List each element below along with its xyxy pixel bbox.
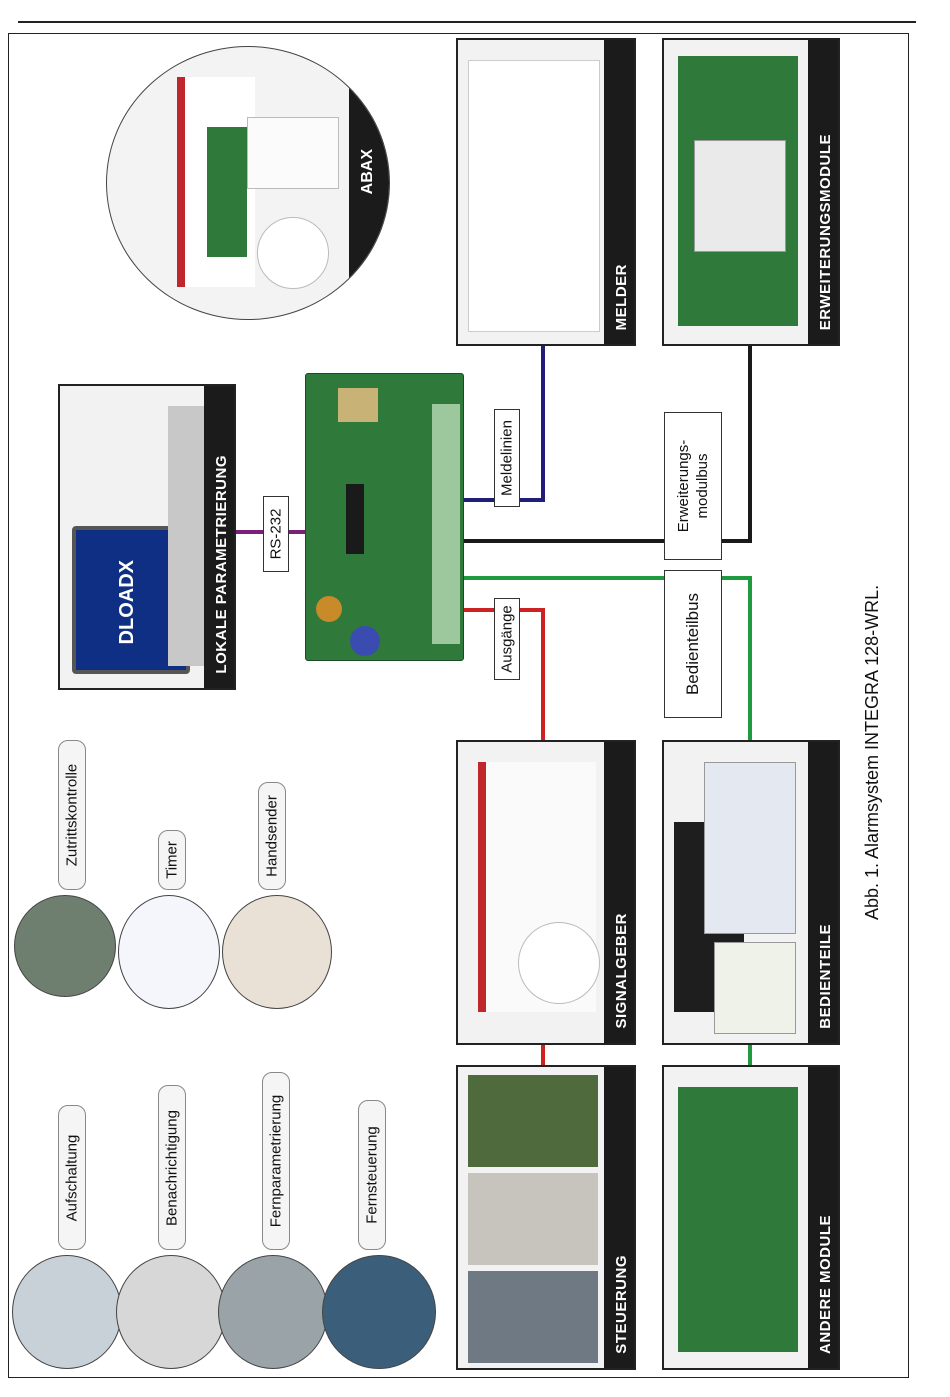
feature-fernsteuerung-photo (322, 1255, 436, 1369)
bedienteilbus-line (460, 576, 752, 740)
feature-fernparametrierung-label: Fernparametrierung (267, 1094, 285, 1228)
feature-benachrichtigung-photo (116, 1255, 226, 1369)
panel-steuerung: STEUERUNG (456, 1065, 636, 1370)
tag-modulbus-line1: Erweiterungs- (675, 439, 692, 533)
feature-handsender-label: Handsender (263, 795, 281, 877)
panel-signalgeber-label: SIGNALGEBER (613, 913, 630, 1029)
feature-zutrittskontrolle-label: Zutrittskontrolle (63, 763, 81, 867)
tag-rs232-text: RS-232 (267, 508, 285, 560)
photo-garden (468, 1075, 598, 1167)
panel-bedienteile-label: BEDIENTEILE (817, 924, 834, 1029)
tag-ausgaenge-text: Ausgänge (498, 605, 516, 673)
control-board (305, 373, 464, 661)
feature-aufschaltung-label: Aufschaltung (63, 1134, 81, 1221)
tag-meldelinien: Meldelinien (494, 409, 520, 507)
detector-illustration (468, 60, 600, 332)
feature-timer-photo (118, 895, 220, 1009)
feature-timer-label: Timer (163, 841, 181, 879)
expander-keypad (694, 140, 786, 252)
panel-steuerung-label: STEUERUNG (613, 1255, 630, 1354)
panel-erweiterungsmodule: ERWEITERUNGSMODULE (662, 38, 840, 346)
abax-socket (247, 117, 339, 189)
feature-handsender: Handsender (258, 782, 286, 890)
keypad-green (714, 942, 796, 1034)
tag-meldelinien-text: Meldelinien (498, 420, 516, 496)
feature-fernparametrierung-photo (218, 1255, 328, 1369)
panel-bedienteile: BEDIENTEILE (662, 740, 840, 1045)
terminal-strip (432, 404, 460, 644)
feature-fernsteuerung: Fernsteuerung (358, 1100, 386, 1250)
ausgaenge-line (460, 608, 545, 740)
tag-modulbus-line2: modulbus (694, 453, 711, 519)
tag-ausgaenge: Ausgänge (494, 598, 520, 680)
abax-bar: ABAX (349, 47, 389, 319)
tag-erweiterungsmodulbus: Erweiterungs- modulbus (664, 412, 722, 560)
feature-benachrichtigung: Benachrichtigung (158, 1085, 186, 1250)
abax-board (207, 127, 247, 257)
figure-frame (8, 33, 909, 1378)
feature-aufschaltung: Aufschaltung (58, 1105, 86, 1250)
feature-aufschaltung-photo (12, 1255, 122, 1369)
feature-fernparametrierung: Fernparametrierung (262, 1072, 290, 1250)
feature-zutrittskontrolle: Zutrittskontrolle (58, 740, 86, 890)
feature-benachrichtigung-label: Benachrichtigung (163, 1109, 181, 1226)
tag-erweiterungsmodulbus-text: Erweiterungs- modulbus (674, 440, 712, 533)
abax-smoke-detector (257, 217, 329, 289)
gsm-module (338, 388, 378, 422)
abax-circle: ABAX (106, 46, 390, 320)
modulbus-line (460, 346, 752, 543)
panel-melder: MELDER (456, 38, 636, 346)
coil (316, 596, 342, 622)
feature-zutrittskontrolle-photo (14, 895, 116, 997)
processor-chip (346, 484, 364, 554)
panel-signalgeber: SIGNALGEBER (456, 740, 636, 1045)
feature-fernsteuerung-label: Fernsteuerung (363, 1126, 381, 1224)
panel-lokale-label: LOKALE PARAMETRIERUNG (213, 455, 230, 674)
meldelinien-line (460, 346, 545, 502)
capacitor (350, 626, 380, 656)
keypad-light (704, 762, 796, 934)
dloadx-logo-text: DLOADX (116, 560, 138, 645)
photo-door (468, 1271, 598, 1363)
tag-rs232: RS-232 (263, 496, 289, 572)
panel-melder-label: MELDER (613, 263, 630, 330)
panel-andere-module-label: ANDERE MODULE (817, 1214, 834, 1354)
tag-bedienteilbus-text: Bedienteilbus (683, 592, 702, 696)
abax-label: ABAX (359, 149, 376, 195)
panel-lokale-parametrierung: DLOADX LOKALE PARAMETRIERUNG (58, 384, 236, 690)
top-rule (18, 21, 916, 23)
photo-lamp (468, 1173, 598, 1265)
feature-timer: Timer (158, 830, 186, 890)
siren-round (518, 922, 600, 1004)
tag-bedienteilbus: Bedienteilbus (664, 570, 722, 718)
panel-andere-module: ANDERE MODULE (662, 1065, 840, 1370)
laptop-keyboard (168, 406, 208, 666)
figure-caption: Abb. 1. Alarmsystem INTEGRA 128-WRL. (862, 584, 882, 920)
feature-handsender-photo (222, 895, 332, 1009)
other-module-board (678, 1087, 798, 1352)
panel-erweiterungsmodule-label: ERWEITERUNGSMODULE (817, 133, 834, 330)
